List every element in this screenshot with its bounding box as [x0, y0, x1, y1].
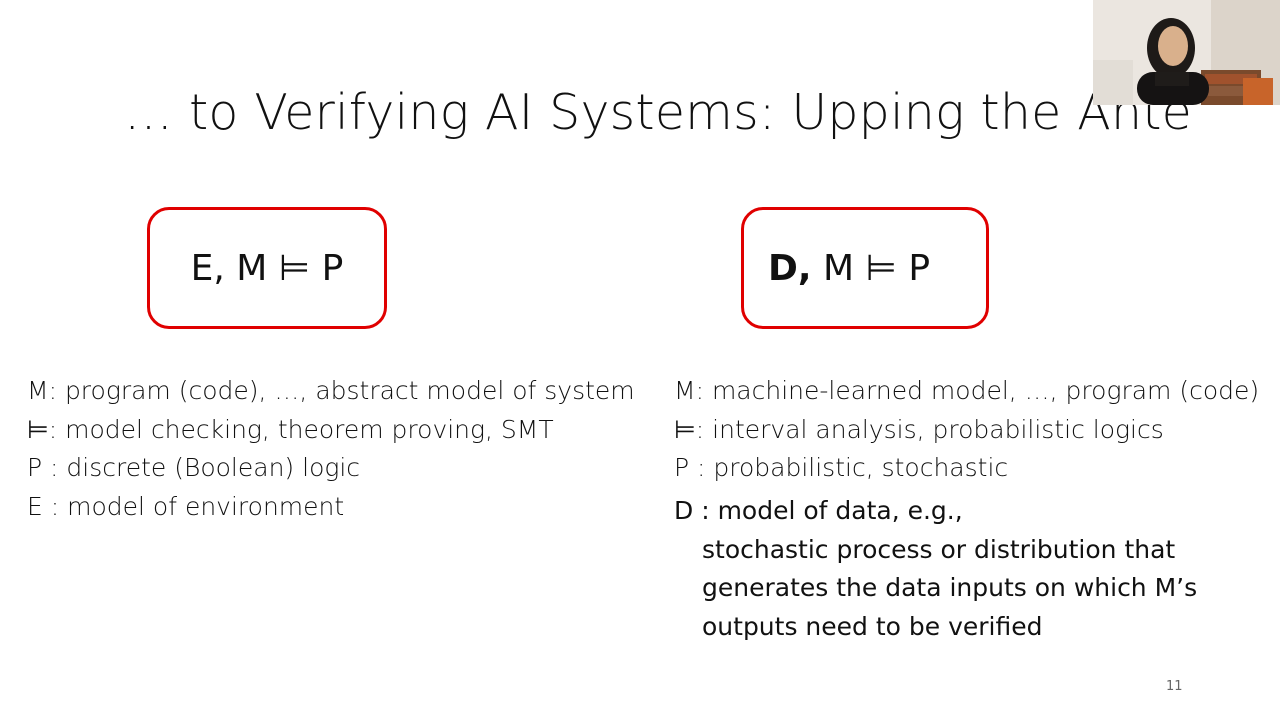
data-def-line-1: D : model of data, e.g., [674, 496, 963, 525]
right-definitions: M: machine-learned model, …, program (co… [674, 372, 1259, 488]
data-def-line-4: outputs need to be verified [702, 611, 1043, 641]
left-def-entails: ⊨: model checking, theorem proving, SMT [27, 414, 554, 444]
left-def-model: M: program (code), …, abstract model of … [27, 376, 635, 405]
data-def-line-2: stochastic process or distribution that [702, 534, 1176, 564]
slide-title: … to Verifying AI Systems: Upping the An… [124, 84, 1192, 141]
right-def-model: M: machine-learned model, …, program (co… [674, 376, 1260, 405]
right-formula-box: D, M ⊨ P [741, 207, 989, 329]
data-def-line-3: generates the data inputs on which M’s [702, 573, 1198, 602]
left-def-environment: E : model of environment [27, 491, 345, 521]
left-formula: E, M ⊨ P [190, 247, 344, 289]
right-def-property: P : probabilistic, stochastic [674, 453, 1009, 482]
left-definitions: M: program (code), …, abstract model of … [27, 372, 635, 526]
data-definition: D : model of data, e.g., stochastic proc… [674, 492, 1197, 646]
left-def-property: P : discrete (Boolean) logic [27, 453, 361, 482]
webcam-image [1093, 0, 1280, 105]
right-formula-bold: D, [768, 247, 812, 289]
right-formula-rest: M ⊨ P [811, 247, 931, 289]
speaker-webcam-thumbnail [1093, 0, 1280, 105]
page-number: 11 [1166, 679, 1183, 694]
right-def-entails: ⊨: interval analysis, probabilistic logi… [674, 414, 1164, 444]
left-formula-box: E, M ⊨ P [147, 207, 387, 329]
